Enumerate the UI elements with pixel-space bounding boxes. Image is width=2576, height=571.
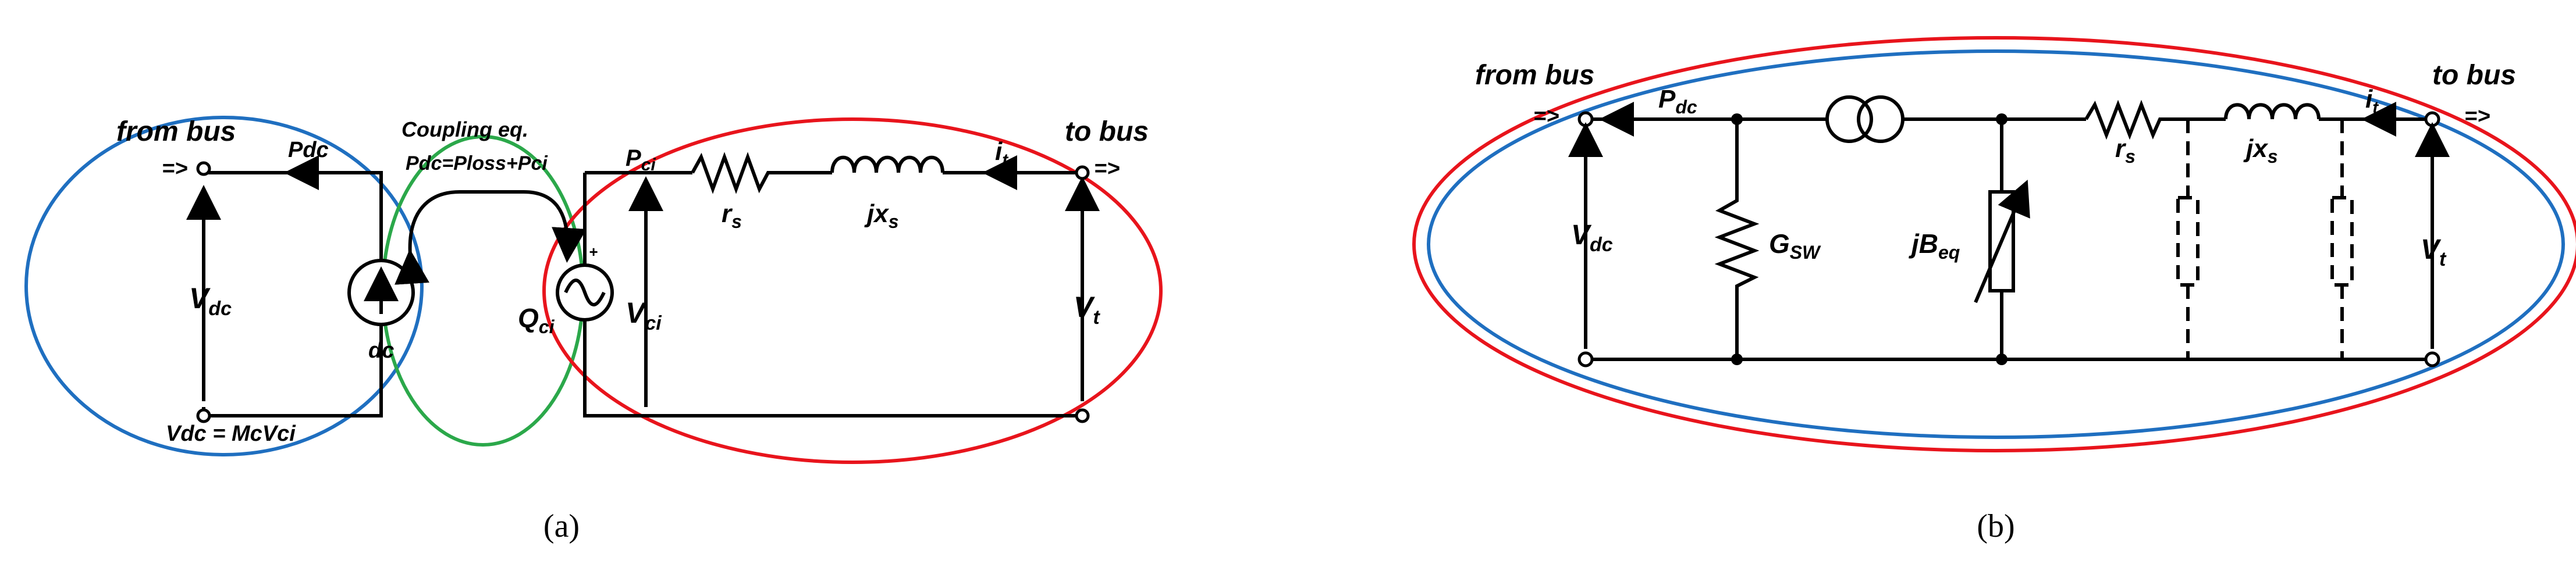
ac-loop-wire [583,171,1082,417]
coupling-title-label: Coupling eq. [401,117,528,141]
dc-side-ellipse [24,116,424,456]
pdc-label: Pdc [288,138,329,162]
ac-bottom-terminal [2424,351,2440,367]
ac-side-ellipse [542,117,1163,464]
vdc-label: Vdc [189,282,232,320]
jxs-label: jxs [864,199,899,232]
vdc-equation-label: Vdc = McVci [166,422,296,446]
resistor-rs [2084,99,2165,140]
to-bus-terminal [1075,165,1090,180]
idc-label: dc [368,338,394,363]
vci-label: Vci [626,297,662,334]
pdc-label: Pdc [1658,85,1697,117]
dc-top-terminal [1577,111,1594,127]
outer-ellipse [1412,36,2576,452]
jbeq-variable-arrow [1974,179,2030,304]
dc-bottom-terminal [196,408,211,423]
gsw-label: GSW [1769,229,1821,263]
panel-a-caption: (a) [543,508,580,544]
from-bus-terminal [196,161,211,176]
vt-label: Vt [1074,291,1100,329]
from-bus-arrow-glyph: => [162,156,187,181]
ac-top-terminal [2424,111,2440,127]
jbeq-label: jBeq [1909,229,1960,263]
panel-b-caption: (b) [1977,508,2014,544]
sine-glyph [564,279,606,306]
to-bus-label: to bus [1065,116,1149,147]
coupling-arc [395,190,587,285]
transformer-right-coil [1857,95,1905,143]
vt-label: Vt [2421,234,2447,270]
from-bus-label: from bus [116,116,236,147]
jxs-label: jxs [2243,134,2278,167]
rs-label: rs [2115,134,2136,167]
inductor-jxs [830,155,944,173]
from-bus-arrow-glyph: => [1533,104,1559,129]
resistor-rs [691,152,777,194]
it-label: it [2365,85,2379,117]
ac-bottom-terminal [1075,408,1090,423]
coupling-equation-label: Pdc=Ploss+Pci [406,152,548,174]
it-label: it [995,137,1009,170]
gsw-resistor [1714,119,1760,359]
panel-b: from bus => Pdc Vdc GSW jBeq rs jxs it V… [1412,36,2576,544]
dc-bottom-terminal [1577,351,1594,367]
to-bus-arrow-glyph: => [1094,156,1120,181]
rs-label: rs [722,199,742,232]
to-bus-label: to bus [2432,60,2516,91]
shunt-element-left [2176,196,2200,287]
shunt-element-right [2330,196,2354,287]
from-bus-label: from bus [1475,60,1594,91]
panel-a: from bus => Pdc Vdc Vdc = McVci dc Coupl… [24,116,1163,544]
inductor-jxs [2224,103,2321,120]
plus-sign: + [589,243,598,260]
qci-label: Qci [518,303,555,337]
vdc-label: Vdc [1571,220,1613,256]
pci-label: Pci [626,145,656,174]
to-bus-arrow-glyph: => [2464,104,2490,129]
inner-ellipse [1427,49,2565,439]
